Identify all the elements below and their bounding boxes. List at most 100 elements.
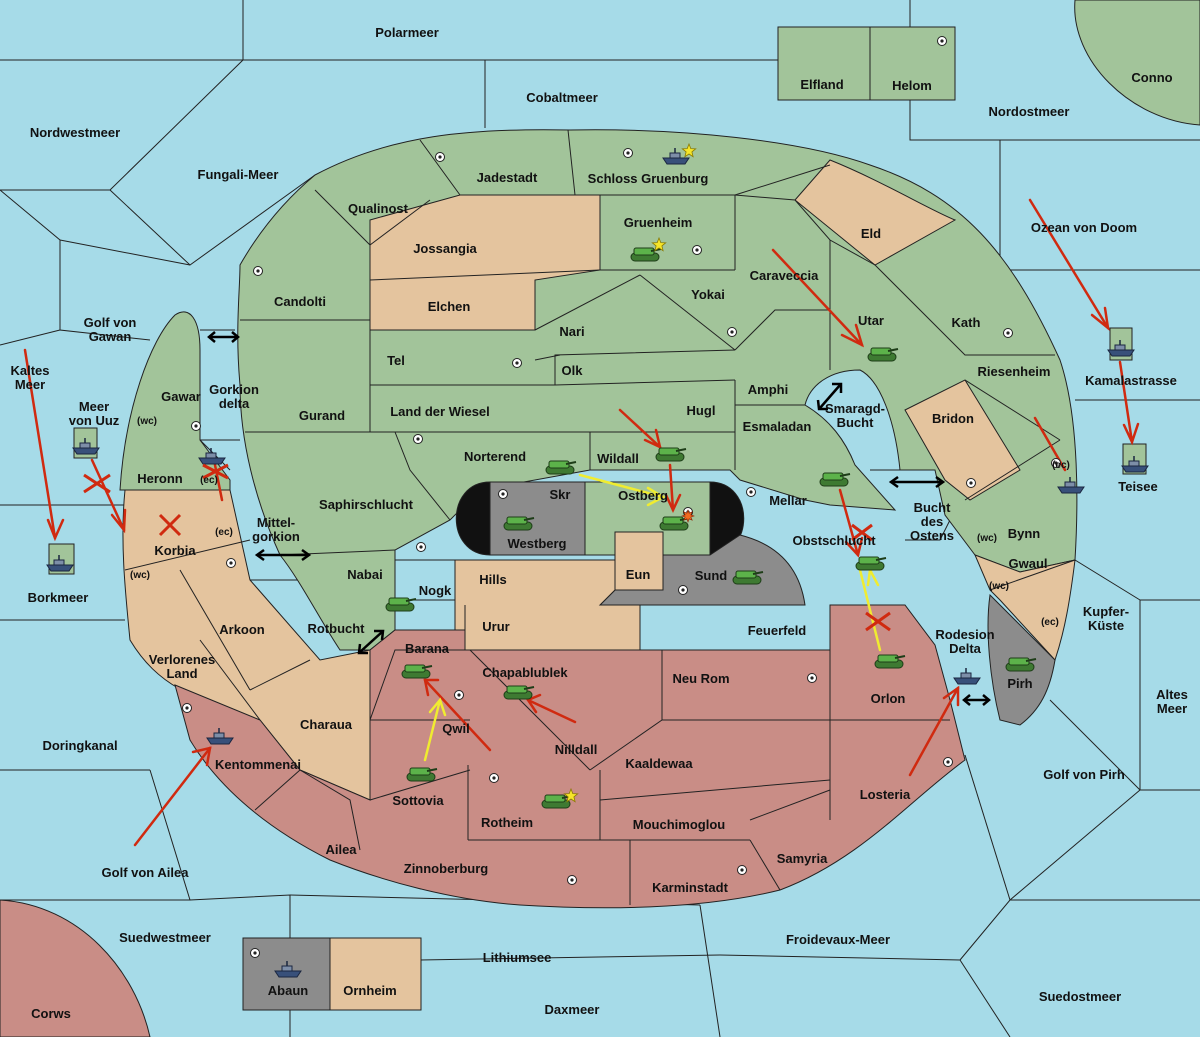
label-zinnoberburg[interactable]: Zinnoberburg [404,861,489,876]
label-schloss-gruenburg[interactable]: Schloss Gruenburg [588,171,709,186]
label-korbia[interactable]: Korbia [154,543,196,558]
label-barana[interactable]: Barana [405,641,450,656]
label-bridon[interactable]: Bridon [932,411,974,426]
label-hills[interactable]: Hills [479,572,506,587]
label-kupfer-kueste-1: Kupfer- [1083,604,1129,619]
label-helom[interactable]: Helom [892,78,932,93]
label-hugl[interactable]: Hugl [687,403,716,418]
label-wildall[interactable]: Wildall [597,451,639,466]
supply-center-icon [737,865,747,875]
label-caraveccia[interactable]: Caraveccia [750,268,819,283]
label-golf-von-pirh: Golf von Pirh [1043,767,1125,782]
label-saphirschlucht[interactable]: Saphirschlucht [319,497,414,512]
supply-center-icon [182,703,192,713]
region-elfland[interactable] [777,26,871,101]
supply-center-icon [498,489,508,499]
label-gruenheim[interactable]: Gruenheim [624,215,693,230]
label-land-der-wiesel[interactable]: Land der Wiesel [390,404,490,419]
label-ailea[interactable]: Ailea [325,842,357,857]
label-feuerfeld[interactable]: Feuerfeld [748,623,807,638]
label-teisee[interactable]: Teisee [1118,479,1158,494]
label-kaaldewaa[interactable]: Kaaldewaa [625,756,693,771]
supply-center-icon [413,434,423,444]
region-conno[interactable] [1074,0,1200,126]
label-rotheim[interactable]: Rotheim [481,815,533,830]
label-mellar[interactable]: Mellar [769,493,807,508]
label-losteria[interactable]: Losteria [860,787,911,802]
label-qwil[interactable]: Qwil [442,721,469,736]
tan-hills-urur [454,559,641,651]
army-tank-icon [401,664,433,679]
label-nari[interactable]: Nari [559,324,584,339]
region-corws[interactable] [0,899,151,1037]
label-pirh[interactable]: Pirh [1007,676,1032,691]
label-abaun[interactable]: Abaun [268,983,309,998]
label-jadestadt[interactable]: Jadestadt [477,170,538,185]
label-eld[interactable]: Eld [861,226,881,241]
label-bucht-des-ostens-1: Bucht [914,500,952,515]
label-nilldall[interactable]: Nilldall [555,742,598,757]
label-eun[interactable]: Eun [626,567,651,582]
label-elchen[interactable]: Elchen [428,299,471,314]
army-tank-icon [545,460,577,475]
label-karminstadt[interactable]: Karminstadt [652,880,729,895]
label-utar[interactable]: Utar [858,313,884,328]
label-orlon[interactable]: Orlon [871,691,906,706]
label-westberg[interactable]: Westberg [508,536,567,551]
label-borkmeer: Borkmeer [28,590,89,605]
label-mouchimoglou[interactable]: Mouchimoglou [633,817,725,832]
label-samyria[interactable]: Samyria [777,851,828,866]
coast-tag-gwaul-ec: (ec) [1041,617,1059,628]
label-riesenheim[interactable]: Riesenheim [978,364,1051,379]
region-ornheim[interactable] [329,937,422,1011]
label-bucht-des-ostens-2: des [921,514,943,529]
label-kentommenai[interactable]: Kentommenai [215,757,301,772]
supply-center-icon [937,36,947,46]
label-kamalastrasse: Kamalastrasse [1085,373,1177,388]
label-urur[interactable]: Urur [482,619,509,634]
label-candolti[interactable]: Candolti [274,294,326,309]
label-tel[interactable]: Tel [387,353,405,368]
label-kath[interactable]: Kath [952,315,981,330]
label-kupfer-kueste-2: Küste [1088,618,1124,633]
label-charaua[interactable]: Charaua [300,717,353,732]
cross-icon [158,513,182,537]
label-verlorenes-land-1[interactable]: Verlorenes [149,652,216,667]
label-sund[interactable]: Sund [695,568,728,583]
continent [119,129,1078,909]
label-skr[interactable]: Skr [550,487,571,502]
label-obstschlucht[interactable]: Obstschlucht [792,533,876,548]
units [46,142,1149,978]
supply-center-icon [435,152,445,162]
label-arkoon[interactable]: Arkoon [219,622,265,637]
label-nabai[interactable]: Nabai [347,567,382,582]
label-ostberg[interactable]: Ostberg [618,488,668,503]
label-esmaladan[interactable]: Esmaladan [743,419,812,434]
label-gurand[interactable]: Gurand [299,408,345,423]
label-qualinost[interactable]: Qualinost [348,201,409,216]
coast-tag-gwaul-wc: (wc) [989,581,1009,592]
label-chapablublek[interactable]: Chapablublek [482,665,568,680]
label-sottovia[interactable]: Sottovia [392,793,444,808]
tan-bridon [904,379,1021,501]
label-amphi[interactable]: Amphi [748,382,788,397]
label-gwaul[interactable]: Gwaul [1008,556,1047,571]
label-olk[interactable]: Olk [562,363,584,378]
label-kaltes-meer-1: Kaltes [10,363,49,378]
supply-center-icon [250,948,260,958]
label-gawar[interactable]: Gawar [161,389,201,404]
label-corws[interactable]: Corws [31,1006,71,1021]
label-neu-rom[interactable]: Neu Rom [672,671,729,686]
label-heronn[interactable]: Heronn [137,471,183,486]
label-elfland[interactable]: Elfland [800,77,843,92]
label-bynn[interactable]: Bynn [1008,526,1041,541]
fleet-ship-icon [274,961,302,978]
cross-icon [851,523,873,542]
label-conno[interactable]: Conno [1131,70,1172,85]
label-verlorenes-land-2[interactable]: Land [166,666,197,681]
label-norterend[interactable]: Norterend [464,449,526,464]
label-ornheim[interactable]: Ornheim [343,983,396,998]
label-nogk[interactable]: Nogk [419,583,452,598]
label-yokai[interactable]: Yokai [691,287,725,302]
label-jossangia[interactable]: Jossangia [413,241,477,256]
